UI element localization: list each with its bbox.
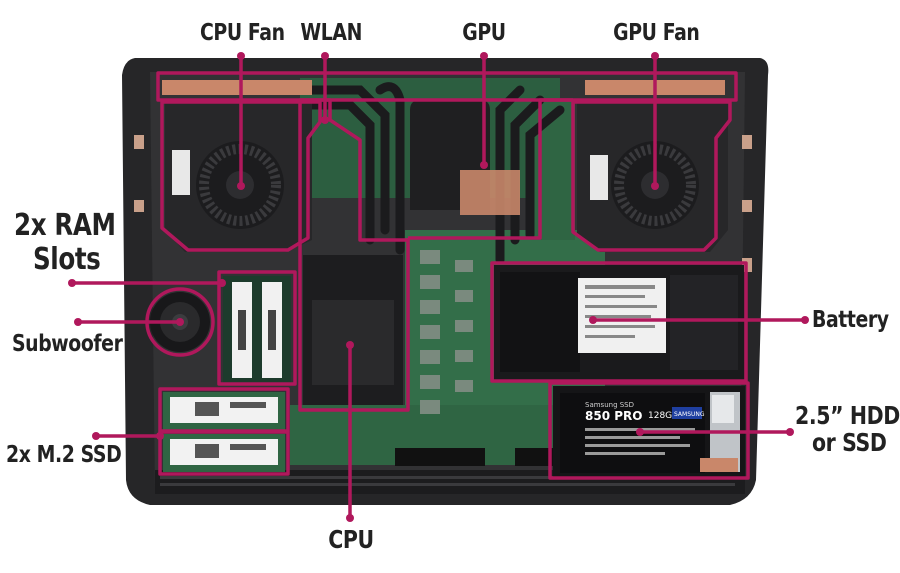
leader-dots (68, 52, 809, 522)
m2-ssd-modules (163, 392, 285, 472)
label-cpu: CPU (328, 525, 374, 554)
ssd-capacity-text: 128GB (648, 411, 678, 421)
ram-modules (223, 276, 291, 384)
ram-outline (217, 270, 297, 386)
label-hdd-line2: or SSD (812, 428, 887, 457)
gpu-heatsink (410, 100, 520, 215)
label-m2-ssd: 2x M.2 SSD (6, 442, 122, 468)
ssd-maker-text: SAMSUNG (674, 411, 705, 418)
cpu-heatsink-outline (298, 98, 410, 412)
cpu-fan-outline (160, 100, 322, 252)
gpu-fan-outline (571, 100, 732, 252)
label-gpu: GPU (462, 20, 506, 46)
battery (494, 265, 744, 380)
label-wlan: WLAN (300, 20, 362, 46)
ssd-model-text: 850 PRO (585, 409, 642, 423)
label-subwoofer: Subwoofer (12, 331, 123, 357)
cpu-heatsink (303, 255, 403, 405)
label-gpu-fan: GPU Fan (613, 20, 700, 46)
gpu-fan (577, 100, 728, 252)
cpu-fan (165, 100, 312, 252)
m2-bottom-outline (158, 430, 290, 476)
leader-lines (72, 56, 805, 518)
label-battery: Battery (812, 307, 889, 333)
label-cpu-fan: CPU Fan (200, 20, 285, 46)
label-ram-line1: 2x RAM (14, 208, 116, 243)
ssd-brand-text: Samsung SSD (585, 401, 634, 409)
battery-outline (490, 261, 748, 383)
gpu-heatsink-outline (406, 98, 573, 240)
label-ram-line2: Slots (33, 242, 101, 277)
label-hdd-line1: 2.5” HDD (795, 401, 900, 430)
top-strip-outline (156, 71, 738, 102)
